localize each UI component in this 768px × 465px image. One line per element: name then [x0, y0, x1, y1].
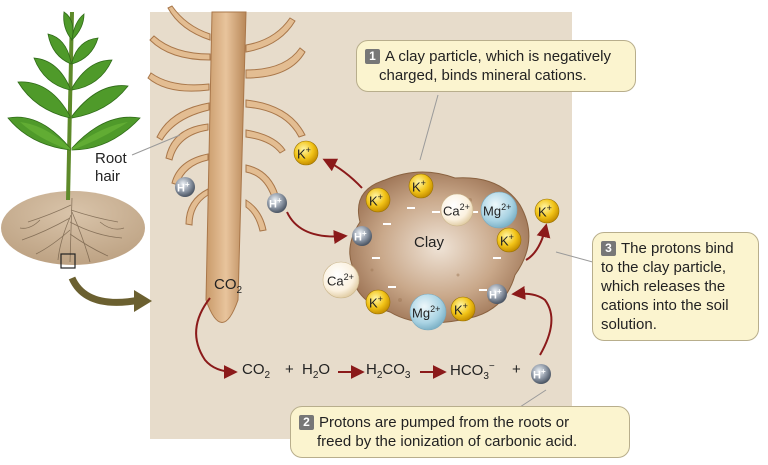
ion-k-5 [450, 296, 476, 322]
ion-label: H+ [533, 367, 546, 382]
ion-label: H+ [269, 196, 282, 211]
ion-label: H+ [354, 229, 367, 244]
callout-number: 1 [365, 49, 380, 64]
ion-label: H+ [177, 180, 190, 195]
callout-number: 3 [601, 241, 616, 256]
ion-label: Mg2+ [412, 304, 441, 321]
callout-text: Protons are pumped from the roots or [319, 414, 570, 431]
ion-label: Mg2+ [483, 202, 512, 219]
flow-arrows [195, 158, 553, 379]
ion-k-free [534, 198, 560, 224]
ion-mg-2 [409, 293, 447, 331]
callout-text: The protons bind [621, 240, 734, 257]
callout-text: solution. [601, 316, 657, 333]
co2-root-label: CO2 [214, 276, 243, 296]
ion-label: K+ [412, 178, 426, 195]
equation-plus-2: + [512, 361, 521, 378]
ion-k-root [293, 140, 319, 166]
callout-text: charged, binds mineral cations. [379, 67, 587, 84]
equation-hco3: HCO3− [450, 361, 495, 382]
equation-plus-1: + [285, 361, 294, 378]
ion-h-clay [352, 226, 372, 246]
ion-label: K+ [538, 203, 552, 220]
callout-text: which releases the [601, 278, 726, 295]
ion-h-root-1 [175, 177, 195, 197]
ion-k-2 [408, 173, 434, 199]
clay-label: Clay [414, 234, 445, 251]
ion-label: K+ [454, 301, 468, 318]
ion-h-eq [531, 364, 551, 384]
ion-label: K+ [369, 192, 383, 209]
equation-co2: CO2 [242, 361, 271, 381]
zoom-box [60, 253, 76, 269]
zoom-arrow [68, 276, 141, 306]
ion-ca-1 [440, 193, 474, 227]
callout-number: 2 [299, 415, 314, 430]
ion-k-3 [496, 227, 522, 253]
ion-label: K+ [500, 232, 514, 249]
callout-1: 1 A clay particle, which is negatively ch… [356, 40, 636, 92]
plant-illustration [7, 11, 141, 201]
equation-h2o: H2O [302, 361, 331, 381]
ion-mg-1 [480, 191, 518, 229]
ion-h-clay-2 [487, 284, 507, 304]
callout-text: cations into the soil [601, 297, 729, 314]
ion-k-1 [365, 187, 391, 213]
ion-label: K+ [369, 294, 383, 311]
soil-mound [1, 191, 145, 265]
callout-2: 2 Protons are pumped from the roots or fr… [290, 406, 630, 458]
ion-h-root-2 [267, 193, 287, 213]
callout-text: A clay particle, which is negatively [385, 48, 611, 65]
callout-text: to the clay particle, [601, 259, 727, 276]
ion-label: Ca2+ [443, 202, 470, 219]
ion-ca-2 [322, 261, 360, 299]
ion-label: H+ [489, 287, 502, 302]
main-root [147, 5, 306, 323]
equation-h2co3: H2CO3 [366, 361, 411, 381]
ion-k-4 [365, 289, 391, 315]
callout-text: freed by the ionization of carbonic acid… [317, 433, 578, 450]
ion-label: Ca2+ [327, 272, 354, 289]
small-root-system [19, 197, 125, 263]
ion-label: K+ [297, 145, 311, 162]
